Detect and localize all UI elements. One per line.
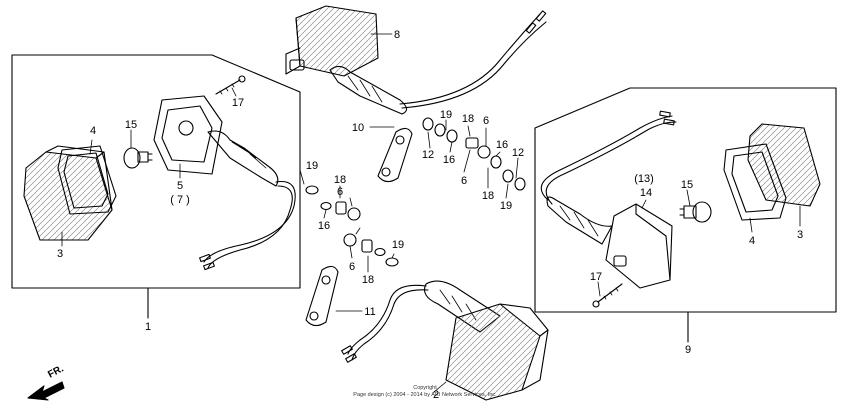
- callout-18-d: 18: [482, 190, 494, 202]
- callout-12-b: 12: [512, 147, 524, 159]
- right-assembly-frame: [534, 87, 837, 343]
- left-bulb: [123, 147, 153, 169]
- callout-18-c: 18: [462, 113, 474, 125]
- left-screw: [215, 75, 246, 95]
- callout-7-paren: ( 7 ): [170, 194, 190, 206]
- callout-19-b: 19: [392, 239, 404, 251]
- callout-8: 8: [394, 29, 400, 41]
- left-wires: [199, 180, 296, 271]
- callout-4-left: 4: [90, 125, 96, 137]
- callout-3-left: 3: [57, 248, 63, 260]
- right-housing: [540, 110, 677, 289]
- callout-14: 14: [640, 187, 652, 199]
- left-lens: [23, 145, 113, 241]
- callout-2: 2: [433, 389, 439, 401]
- callout-19-c: 19: [440, 109, 452, 121]
- callout-16-c: 16: [496, 139, 508, 151]
- bottom-turn-signal: [341, 280, 549, 401]
- callout-16-a: 16: [318, 220, 330, 232]
- callout-13-paren: (13): [634, 173, 654, 185]
- copyright-credit: Page design (c) 2004 - 2014 by ARI Netwo…: [353, 392, 497, 398]
- callout-6-b: 6: [349, 261, 355, 273]
- right-screw: [592, 283, 623, 308]
- right-gasket: [723, 143, 787, 221]
- callout-19-d: 19: [500, 200, 512, 212]
- left-gasket: [57, 145, 117, 215]
- callout-6-a: 6: [337, 186, 343, 198]
- callout-18-a: 18: [334, 174, 346, 186]
- callout-9: 9: [685, 344, 691, 356]
- callout-15-right: 15: [681, 179, 693, 191]
- callout-16-b: 16: [443, 154, 455, 166]
- callout-15-left: 15: [125, 119, 137, 131]
- callout-17-right: 17: [590, 271, 602, 283]
- callout-6-c: 6: [483, 115, 489, 127]
- callout-3-right: 3: [797, 229, 803, 241]
- callout-11: 11: [364, 306, 375, 318]
- front-direction-label: FR.: [46, 363, 66, 380]
- callout-10: 10: [352, 122, 364, 134]
- top-turn-signal: [285, 5, 547, 115]
- callout-12-a: 12: [422, 149, 434, 161]
- callout-17-left: 17: [232, 97, 244, 109]
- callout-6-d: 6: [461, 175, 467, 187]
- mount-plate-11: [305, 265, 339, 327]
- callout-18-b: 18: [362, 274, 374, 286]
- callout-1: 1: [145, 321, 151, 333]
- callout-19-a: 19: [306, 160, 318, 172]
- left-hardware-stack: [305, 185, 399, 267]
- left-housing: [153, 95, 279, 187]
- leader-lines: [61, 33, 801, 393]
- mount-plate-10: [377, 127, 413, 183]
- front-direction-arrow-icon: [27, 381, 65, 401]
- callout-4-right: 4: [749, 235, 755, 247]
- left-assembly-frame: [11, 54, 301, 319]
- copyright-line: Copyright: [413, 385, 437, 391]
- right-bulb: [679, 201, 712, 223]
- right-hardware-stack: [422, 117, 526, 191]
- callout-5: 5: [177, 180, 183, 192]
